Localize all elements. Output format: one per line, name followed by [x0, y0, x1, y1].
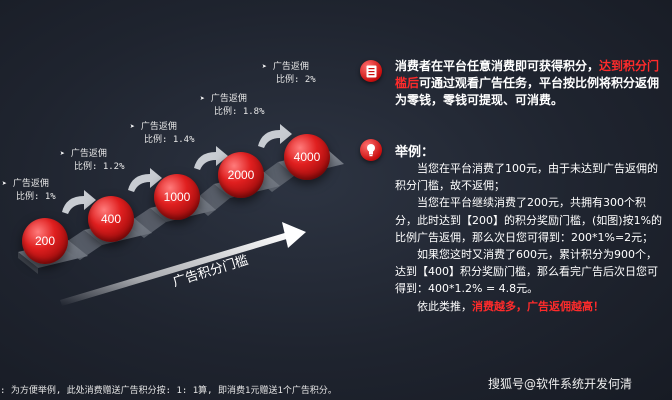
example-paragraph-1: 当您在平台消费了100元，由于未达到广告返佣的积分门槛，故不返佣；: [395, 162, 658, 193]
tier-heading: 广告返佣: [272, 62, 309, 72]
tier-ball-2000: 2000: [218, 152, 264, 198]
chevron-right-icon: ➤: [130, 122, 135, 131]
example-paragraph-2: 当您在平台继续消费了200元，共拥有300个积分，此时达到【200】的积分奖励门…: [395, 196, 663, 244]
example-p4-highlight: 消费越多，广告返佣越高！: [472, 299, 604, 313]
lightbulb-icon-glyph: [367, 144, 375, 157]
tier-ball-4000: 4000: [284, 134, 330, 180]
intro-highlight: 达到积分门槛后: [395, 59, 660, 90]
example-paragraph-3: 如果您这时又消费了600元，累计积分为900个，达到【400】积分奖励门槛，那么…: [395, 248, 658, 296]
tier-ball-1000: 1000: [154, 174, 200, 220]
tier-ratio: 比例: 2%: [276, 75, 316, 85]
curved-arrow-icon: [128, 168, 162, 192]
step-riser: [256, 162, 294, 192]
example-body: 当您在平台消费了100元，由于未达到广告返佣的积分门槛，故不返佣； 当您在平台继…: [395, 160, 665, 315]
curved-arrow-icon: [62, 190, 96, 214]
threshold-arrow-head: [282, 222, 306, 248]
chevron-right-icon: ➤: [60, 149, 65, 158]
tier-heading: 广告返佣: [140, 122, 177, 132]
curved-arrow-icon: [258, 124, 292, 148]
intro-text: 消费者在平台任意消费即可获得积分，达到积分门槛后可通过观看广告任务，平台按比例将…: [395, 58, 665, 109]
curved-arrow-icon: [194, 146, 228, 170]
chevron-right-icon: ➤: [262, 62, 267, 71]
intro-part2: 可通过观看广告任务，平台按比例将积分返佣为零钱，零钱可提现、可消费。: [395, 76, 660, 107]
step-riser: [192, 184, 230, 216]
tier-label-3: ➤ 广告返佣 比例: 1.4%: [130, 120, 195, 147]
curved-arrows: [62, 124, 292, 214]
tier-ratio: 比例: 1.2%: [74, 162, 125, 172]
tier-ball-400: 400: [88, 196, 134, 242]
tier-label-1: ➤ 广告返佣 比例: 1%: [2, 177, 56, 204]
tier-label-4: ➤ 广告返佣 比例: 1.8%: [200, 92, 265, 119]
tier-label-5: ➤ 广告返佣 比例: 2%: [262, 60, 316, 87]
tier-ball-200: 200: [22, 218, 68, 264]
tier-heading: 广告返佣: [210, 94, 247, 104]
tier-heading: 广告返佣: [12, 179, 49, 189]
watermark: 搜狐号@软件系统开发何清: [488, 377, 633, 391]
tier-ratio: 比例: 1%: [16, 192, 56, 202]
chevron-right-icon: ➤: [2, 179, 7, 188]
tier-label-2: ➤ 广告返佣 比例: 1.2%: [60, 147, 125, 174]
threshold-arrow-shaft: [60, 232, 290, 306]
tier-ratio: 比例: 1.4%: [144, 135, 195, 145]
document-icon-glyph: [366, 65, 376, 77]
footnote: : 为方便举例, 此处消费赠送广告积分按: 1: 1算, 即消费1元赠送1个广告…: [0, 386, 337, 396]
chevron-right-icon: ➤: [200, 94, 205, 103]
step-riser: [126, 208, 166, 238]
example-paragraph-4: 依此类推，消费越多，广告返佣越高！: [395, 298, 665, 315]
lightbulb-icon: [360, 139, 382, 161]
tier-heading: 广告返佣: [70, 149, 107, 159]
step-platform: [18, 252, 38, 274]
intro-part1: 消费者在平台任意消费即可获得积分，: [395, 59, 600, 73]
step-riser: [60, 230, 102, 260]
example-title: 举例：: [395, 145, 435, 160]
tier-ratio: 比例: 1.8%: [214, 107, 265, 117]
document-icon: [360, 60, 382, 82]
threshold-arrow: [60, 222, 306, 306]
example-p4-prefix: 依此类推，: [417, 299, 472, 313]
